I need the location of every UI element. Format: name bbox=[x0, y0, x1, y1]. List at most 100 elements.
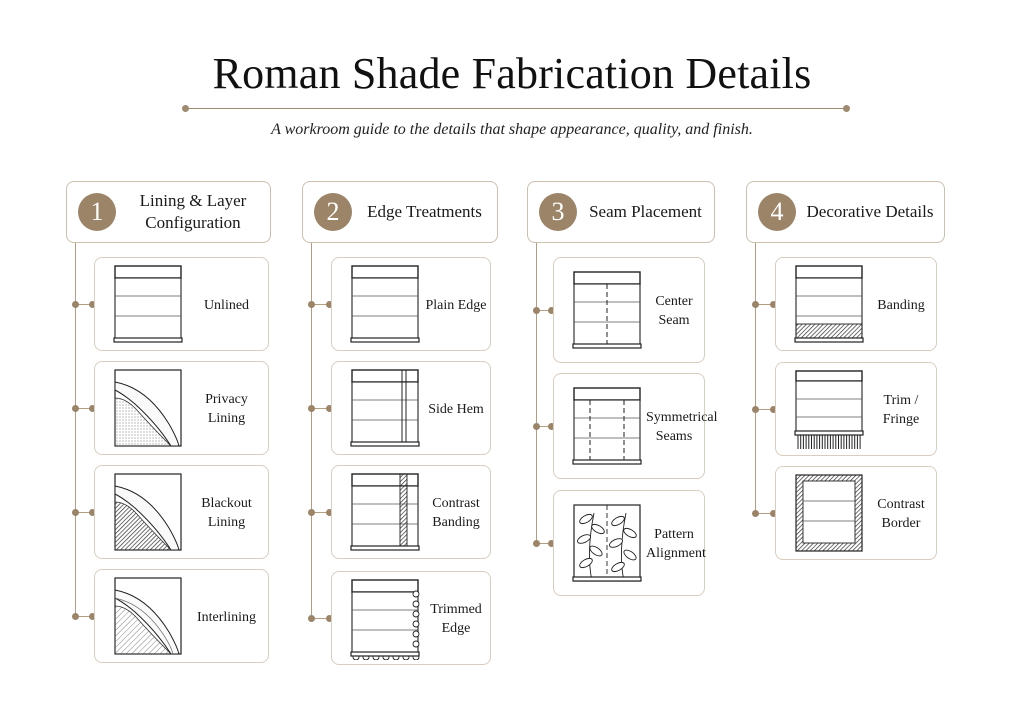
column-3-branch-end-dot-2 bbox=[548, 423, 555, 430]
column-2-branch-2 bbox=[311, 408, 331, 409]
column-3-branch-dot-2 bbox=[533, 423, 540, 430]
column-4-branch-2 bbox=[755, 409, 775, 410]
column-1-number-badge: 1 bbox=[78, 193, 116, 231]
column-4-branch-dot-3 bbox=[752, 510, 759, 517]
pattern-alignment-shade-icon bbox=[572, 504, 642, 582]
column-2-branch-end-dot-2 bbox=[326, 405, 333, 412]
column-1-branch-1 bbox=[75, 304, 94, 305]
detail-card-plain-edge-shade: Plain Edge bbox=[331, 257, 491, 351]
detail-card-label: Trim /Fringe bbox=[882, 393, 920, 427]
blackout-lining-icon bbox=[114, 473, 182, 551]
detail-card-fringe-trim-shade: Trim /Fringe bbox=[775, 362, 937, 456]
column-1-branch-end-dot-1 bbox=[89, 301, 96, 308]
column-3-branch-dot-3 bbox=[533, 540, 540, 547]
column-4-branch-end-dot-1 bbox=[770, 301, 777, 308]
detail-card-label: Plain Edge bbox=[425, 297, 487, 313]
column-3-header: 3 Seam Placement bbox=[527, 181, 715, 243]
column-1-branch-end-dot-3 bbox=[89, 509, 96, 516]
page-title: Roman Shade Fabrication Details bbox=[212, 49, 812, 98]
column-1-branch-dot-1 bbox=[72, 301, 79, 308]
page-subtitle: A workroom guide to the details that sha… bbox=[271, 121, 753, 138]
column-4-header: 4 Decorative Details bbox=[746, 181, 945, 243]
column-4-number-badge: 4 bbox=[758, 193, 796, 231]
column-4-branch-dot-2 bbox=[752, 406, 759, 413]
column-4-branch-1 bbox=[755, 304, 775, 305]
column-2-number-badge: 2 bbox=[314, 193, 352, 231]
column-3-title: Seam Placement bbox=[589, 202, 702, 221]
column-2-branch-dot-1 bbox=[308, 301, 315, 308]
column-3-branch-end-dot-1 bbox=[548, 307, 555, 314]
detail-card-label: Banding bbox=[877, 297, 925, 313]
column-2-branch-end-dot-4 bbox=[326, 615, 333, 622]
column-3-branch-3 bbox=[536, 543, 553, 544]
center-seam-shade-icon bbox=[572, 271, 642, 349]
column-2-branch-4 bbox=[311, 618, 331, 619]
interlining-icon bbox=[114, 577, 182, 655]
column-2-branch-dot-2 bbox=[308, 405, 315, 412]
detail-card-interlining: Interlining bbox=[94, 569, 269, 663]
contrast-border-shade-icon bbox=[795, 474, 863, 552]
detail-card-label: Unlined bbox=[203, 297, 250, 313]
column-2-branch-dot-3 bbox=[308, 509, 315, 516]
column-1-branch-end-dot-2 bbox=[89, 405, 96, 412]
column-1-branch-dot-2 bbox=[72, 405, 79, 412]
column-1-connector-trunk bbox=[75, 243, 76, 616]
column-1-branch-4 bbox=[75, 616, 94, 617]
column-2-connector-trunk bbox=[311, 243, 312, 618]
column-1-branch-dot-4 bbox=[72, 613, 79, 620]
unlined-shade-icon bbox=[113, 265, 183, 343]
column-1-branch-dot-3 bbox=[72, 509, 79, 516]
column-4-branch-end-dot-3 bbox=[770, 510, 777, 517]
column-3-branch-dot-1 bbox=[533, 307, 540, 314]
contrast-banding-shade-icon bbox=[350, 473, 420, 551]
column-3-branch-end-dot-3 bbox=[548, 540, 555, 547]
detail-card-bottom-banding-shade: Banding bbox=[775, 257, 937, 351]
column-2-branch-dot-4 bbox=[308, 615, 315, 622]
column-3-branch-1 bbox=[536, 310, 553, 311]
column-4-connector-trunk bbox=[755, 243, 756, 513]
column-4-branch-3 bbox=[755, 513, 775, 514]
title-rule-dot-right bbox=[843, 105, 850, 112]
plain-edge-shade-icon bbox=[350, 265, 420, 343]
symmetrical-seams-shade-icon bbox=[572, 387, 642, 465]
column-2-branch-1 bbox=[311, 304, 331, 305]
column-4-title: Decorative Details bbox=[806, 202, 934, 221]
column-3-number-badge: 3 bbox=[539, 193, 577, 231]
column-4-branch-end-dot-2 bbox=[770, 406, 777, 413]
title-rule-dot-left bbox=[182, 105, 189, 112]
detail-card-side-hem-shade: Side Hem bbox=[331, 361, 491, 455]
column-2-branch-3 bbox=[311, 512, 331, 513]
detail-card-unlined-shade: Unlined bbox=[94, 257, 269, 351]
trimmed-edge-shade-icon bbox=[350, 579, 420, 660]
detail-card-label: Side Hem bbox=[428, 401, 484, 417]
column-1-branch-end-dot-4 bbox=[89, 613, 96, 620]
privacy-lining-icon bbox=[114, 369, 182, 447]
column-2-branch-end-dot-3 bbox=[326, 509, 333, 516]
column-3-connector-trunk bbox=[536, 243, 537, 543]
detail-card-label: Interlining bbox=[196, 609, 257, 625]
bottom-banding-shade-icon bbox=[794, 265, 864, 343]
title-rule bbox=[186, 108, 846, 109]
column-2-title: Edge Treatments bbox=[367, 202, 482, 221]
column-1-branch-3 bbox=[75, 512, 94, 513]
fringe-trim-shade-icon bbox=[794, 370, 864, 449]
side-hem-shade-icon bbox=[350, 369, 420, 447]
column-1-branch-2 bbox=[75, 408, 94, 409]
column-3-branch-2 bbox=[536, 426, 553, 427]
